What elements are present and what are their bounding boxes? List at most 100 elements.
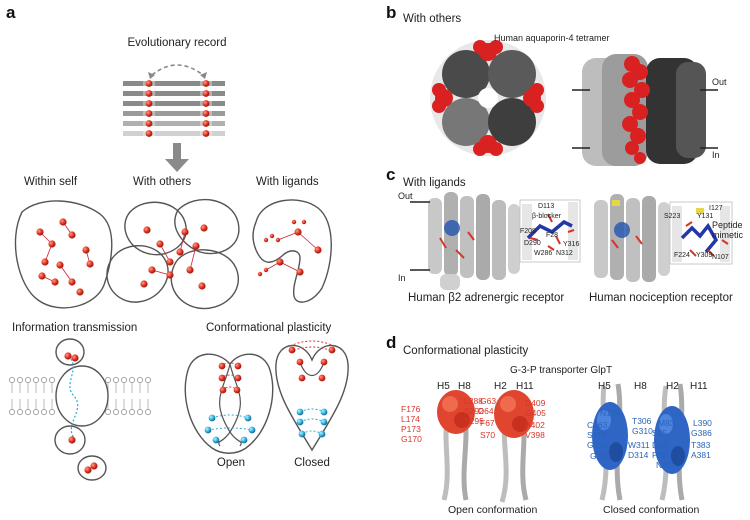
msa-coupled-positions bbox=[145, 80, 210, 137]
helix-label: H11 bbox=[516, 381, 534, 392]
membrane-protein-diagram bbox=[8, 338, 152, 481]
residue-label: I127 bbox=[709, 205, 723, 212]
closed-conformation-label: Closed conformation bbox=[603, 504, 700, 516]
aquaporin-in-label: In bbox=[712, 150, 720, 160]
helix-label: H2 bbox=[494, 381, 507, 392]
closed-label: Closed bbox=[294, 457, 330, 469]
residue-label: G155 bbox=[587, 440, 608, 450]
residue-label: G156 bbox=[590, 451, 611, 461]
panel-d-letter: d bbox=[386, 333, 397, 352]
residue-label: G170 bbox=[401, 434, 422, 444]
residue-label: T306 bbox=[632, 416, 652, 426]
nociception-receptor-label: Human nociception receptor bbox=[589, 292, 733, 304]
residue-label: P92 bbox=[652, 450, 668, 460]
aquaporin-out-label: Out bbox=[712, 77, 727, 87]
nociception-receptor-structure bbox=[594, 194, 670, 282]
helix-label: H2 bbox=[666, 381, 679, 392]
down-arrow bbox=[165, 143, 189, 172]
residue-label: L174 bbox=[401, 414, 420, 424]
residue-label: F176 bbox=[401, 404, 421, 414]
conformational-plasticity-label: Conformational plasticity bbox=[206, 322, 332, 334]
helix-label: H5 bbox=[598, 381, 611, 392]
residue-label: Y316 bbox=[563, 241, 580, 248]
residue-label: L288 bbox=[464, 396, 483, 406]
coupling-arc bbox=[151, 64, 204, 76]
with-others-label: With others bbox=[133, 176, 192, 188]
residue-label: Y309 bbox=[696, 252, 713, 259]
residue-label: W286 bbox=[534, 250, 553, 257]
residue-label: D64 bbox=[478, 406, 494, 416]
residue-label: N312 bbox=[556, 250, 573, 257]
peptide-mimetic-label-line2: mimetic bbox=[712, 230, 743, 240]
beta2-binding-pocket-inset bbox=[519, 199, 581, 263]
aquaporin-top-view bbox=[430, 40, 546, 156]
residue-label: V398 bbox=[525, 430, 545, 440]
aquaporin-side-view bbox=[572, 54, 718, 166]
residue-label: M83 bbox=[658, 418, 675, 428]
residue-label: G405 bbox=[525, 408, 546, 418]
panel-c-letter: c bbox=[386, 165, 396, 184]
evolutionary-record-label: Evolutionary record bbox=[127, 37, 227, 49]
receptor-out-label: Out bbox=[398, 191, 413, 201]
panel-c-title: With ligands bbox=[403, 177, 466, 189]
residue-label: D409 bbox=[525, 398, 546, 408]
peptide-mimetic-label-line1: Peptide bbox=[712, 220, 743, 230]
residue-label: C163 bbox=[587, 420, 608, 430]
residue-label: D290 bbox=[524, 240, 541, 247]
panel-b-title: With others bbox=[403, 13, 462, 25]
residue-label: F28 bbox=[546, 232, 559, 239]
residue-label: W311 bbox=[628, 440, 650, 450]
open-conformation-helices bbox=[437, 390, 534, 503]
residue-label: G310 bbox=[632, 426, 653, 436]
residue-label: Y131 bbox=[697, 213, 714, 220]
residue-label: S70 bbox=[480, 430, 496, 440]
residue-label: T383 bbox=[691, 440, 711, 450]
residue-label: D113 bbox=[538, 203, 555, 210]
closed-state-diagram bbox=[275, 340, 349, 452]
helix-label: H5 bbox=[437, 381, 450, 392]
residue-label: F67 bbox=[480, 418, 495, 428]
within-self-diagram bbox=[14, 200, 113, 309]
residue-label: D88 bbox=[652, 440, 668, 450]
closed-conformation-helices bbox=[592, 383, 690, 501]
receptor-in-label: In bbox=[398, 273, 406, 283]
residue-label: F208 bbox=[520, 228, 536, 235]
residue-label: A381 bbox=[691, 450, 711, 460]
with-ligands-label: With ligands bbox=[256, 176, 319, 188]
residue-label: G63 bbox=[480, 396, 497, 406]
residue-label: P173 bbox=[401, 424, 421, 434]
open-state-diagram bbox=[184, 353, 274, 454]
residue-label: L390 bbox=[693, 418, 712, 428]
beta-blocker-label: β-blocker bbox=[532, 213, 561, 220]
helix-label: H11 bbox=[690, 381, 708, 392]
nociception-binding-pocket-inset bbox=[669, 201, 733, 265]
residue-label: S292 bbox=[464, 406, 484, 416]
residue-label: S223 bbox=[664, 213, 681, 220]
open-label: Open bbox=[216, 457, 246, 469]
msa-alignment bbox=[123, 77, 225, 139]
beta2-receptor-label: Human β2 adrenergic receptor bbox=[408, 292, 565, 304]
with-ligands-diagram bbox=[252, 199, 332, 303]
aquaporin-subtitle: Human aquaporin-4 tetramer bbox=[494, 33, 610, 43]
panel-d-title: Conformational plasticity bbox=[403, 345, 529, 357]
residue-label: N91 bbox=[656, 460, 672, 470]
residue-label: N166 bbox=[600, 408, 621, 418]
panel-a-letter: a bbox=[6, 3, 16, 22]
residue-label: Y295 bbox=[464, 416, 484, 426]
residue-label: D314 bbox=[628, 450, 649, 460]
within-self-label: Within self bbox=[24, 176, 78, 188]
with-others-diagram bbox=[106, 198, 240, 310]
beta2-receptor-structure bbox=[410, 192, 520, 290]
helix-label: H8 bbox=[458, 381, 471, 392]
panel-b-letter: b bbox=[386, 3, 397, 22]
residue-label: N107 bbox=[712, 254, 729, 261]
glpt-subtitle: G-3-P transporter GlpT bbox=[510, 365, 613, 376]
residue-label: A402 bbox=[525, 420, 545, 430]
residue-label: F224 bbox=[674, 252, 690, 259]
helix-label: H8 bbox=[634, 381, 647, 392]
open-conformation-label: Open conformation bbox=[448, 504, 538, 516]
residue-label: S85 bbox=[652, 428, 668, 438]
information-transmission-label: Information transmission bbox=[12, 322, 138, 334]
residue-label: S159 bbox=[587, 430, 607, 440]
